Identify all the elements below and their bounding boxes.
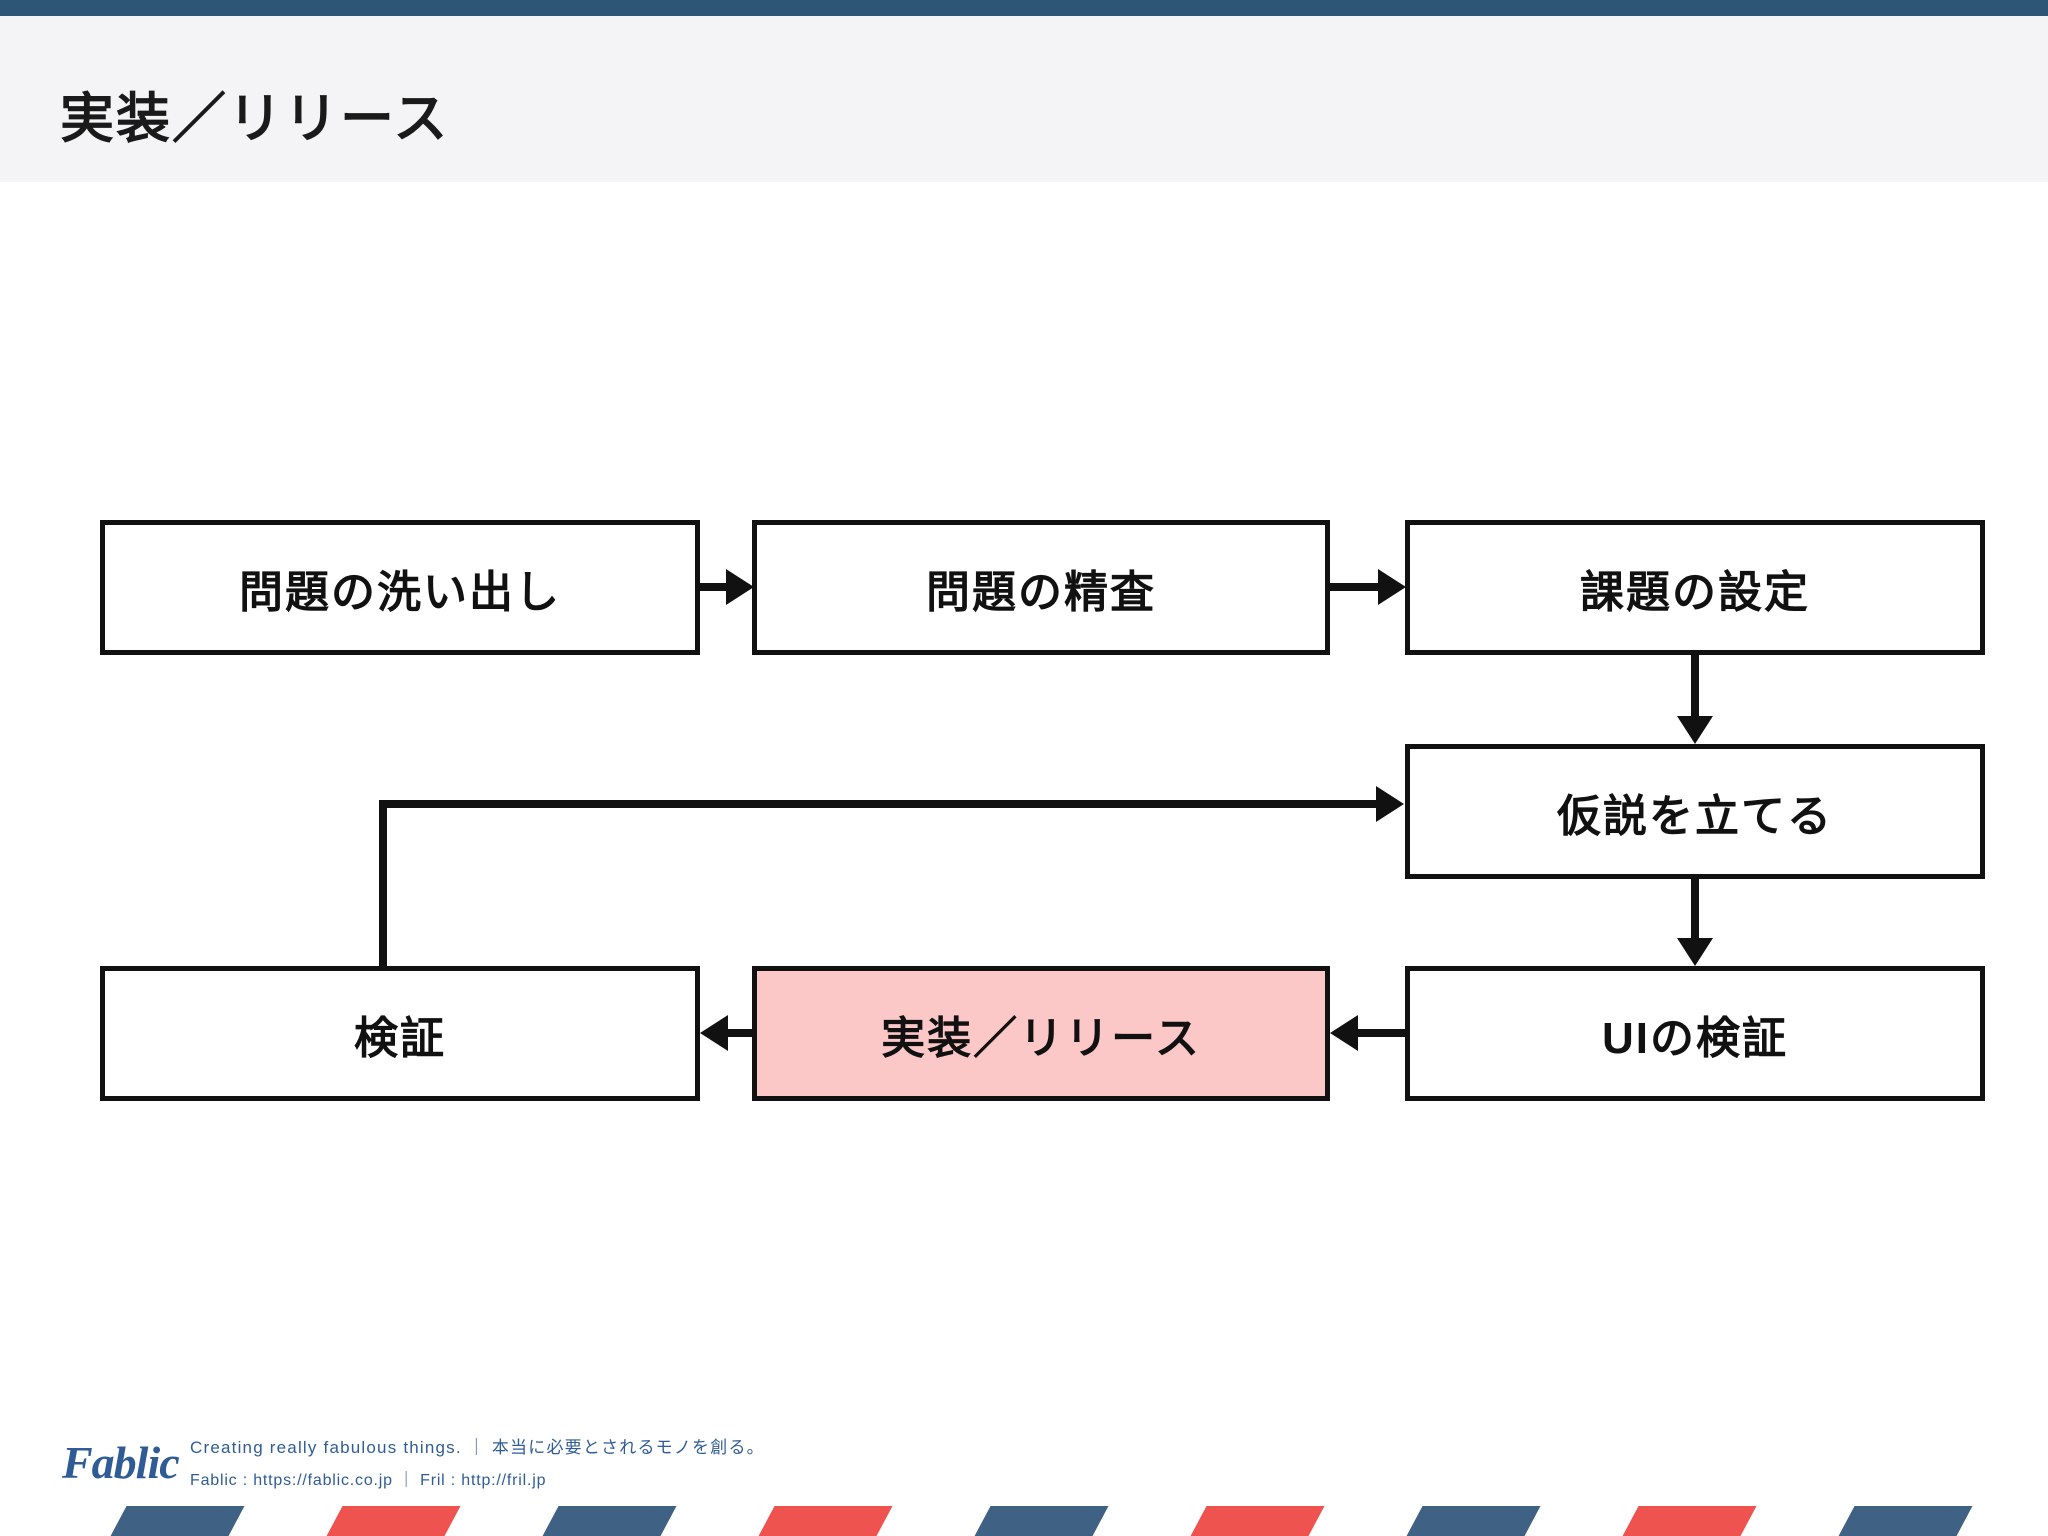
arrow-down-icon: [1677, 938, 1713, 966]
edge-problem-review-to-issue-setting: [1330, 583, 1380, 591]
stripe-segment: [322, 1506, 464, 1536]
stripe-segment: [1834, 1506, 1976, 1536]
stripe-segment: [538, 1506, 680, 1536]
edge-hypothesis-to-ui-verification: [1691, 879, 1699, 939]
flow-node-label: 問題の洗い出し: [239, 567, 561, 617]
arrow-left-icon: [1330, 1015, 1358, 1051]
edge-ui-verification-to-implementation: [1352, 1029, 1407, 1037]
arrow-right-icon: [726, 569, 754, 605]
edge-issue-setting-to-hypothesis: [1691, 655, 1699, 719]
footer-text-block: Creating really fabulous things. ｜ 本当に必要…: [190, 1436, 765, 1492]
footer-urls: Fablic : https://fablic.co.jp ｜ Fril : h…: [190, 1471, 547, 1489]
flow-node-label: 実装／リリース: [881, 1013, 1201, 1063]
top-accent-bar: [0, 0, 2048, 16]
stripe-segment: [1618, 1506, 1760, 1536]
bottom-stripe-decoration: [0, 1506, 2048, 1536]
stripe-segment: [754, 1506, 896, 1536]
stripe-segment: [970, 1506, 1112, 1536]
flow-node-label: 検証: [354, 1013, 446, 1063]
stripe-segment: [1402, 1506, 1544, 1536]
flow-node-hypothesis[interactable]: 仮説を立てる: [1405, 744, 1985, 879]
flowchart-diagram: 問題の洗い出し 問題の精査 課題の設定 仮説を立てる 検証 実装／リリース UI…: [0, 182, 2048, 1382]
flow-node-label: 問題の精査: [926, 567, 1156, 617]
arrow-left-icon: [700, 1015, 728, 1051]
edge-implementation-to-verification: [722, 1029, 754, 1037]
stripe-segment: [106, 1506, 248, 1536]
flow-node-issue-setting[interactable]: 課題の設定: [1405, 520, 1985, 655]
arrow-down-icon: [1677, 716, 1713, 744]
edge-problem-discovery-to-problem-review: [700, 583, 730, 591]
slide-header: 実装／リリース: [0, 16, 2048, 182]
flow-node-label: UIの検証: [1602, 1013, 1788, 1063]
edge-verification-to-hypothesis-vertical: [379, 800, 387, 970]
arrow-right-icon: [1376, 786, 1404, 822]
flow-node-problem-discovery[interactable]: 問題の洗い出し: [100, 520, 700, 655]
flow-node-problem-review[interactable]: 問題の精査: [752, 520, 1330, 655]
flow-node-label: 課題の設定: [1580, 567, 1810, 617]
slide-footer: Fablic Creating really fabulous things. …: [0, 1430, 2048, 1506]
arrow-right-icon: [1378, 569, 1406, 605]
flow-node-ui-verification[interactable]: UIの検証: [1405, 966, 1985, 1101]
page-title: 実装／リリース: [60, 89, 450, 149]
edge-verification-to-hypothesis-horizontal: [379, 800, 1379, 808]
flow-node-implementation-release[interactable]: 実装／リリース: [752, 966, 1330, 1101]
flow-node-label: 仮説を立てる: [1557, 791, 1833, 841]
flow-node-verification[interactable]: 検証: [100, 966, 700, 1101]
stripe-segment: [1186, 1506, 1328, 1536]
fablic-logo: Fablic: [62, 1437, 180, 1488]
footer-tagline: Creating really fabulous things. ｜ 本当に必要…: [190, 1438, 765, 1457]
